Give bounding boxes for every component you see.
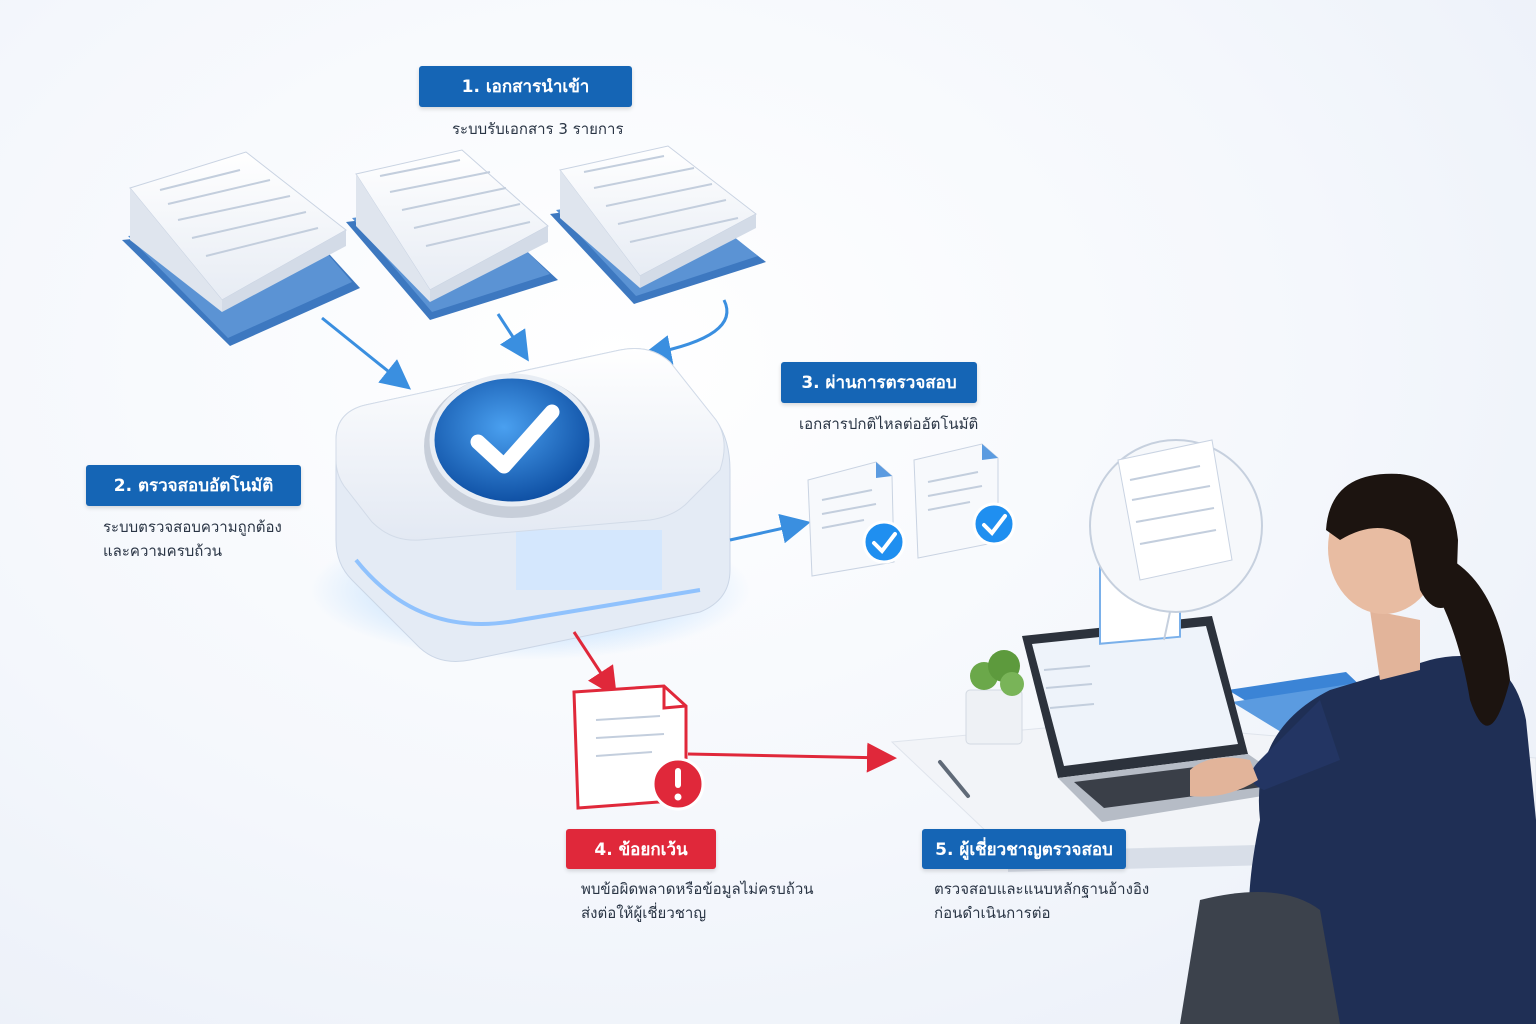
step-2-description: ระบบตรวจสอบความถูกต้อง และความครบถ้วน xyxy=(103,515,343,563)
document-stack-3 xyxy=(550,145,766,304)
step-1-line-1: ระบบรับเอกสาร 3 รายการ xyxy=(452,120,624,138)
exception-document xyxy=(572,684,705,811)
step-2-title: 2. ตรวจสอบอัตโนมัติ xyxy=(86,465,301,506)
step-4-title: 4. ข้อยกเว้น xyxy=(566,829,716,869)
step-3-title: 3. ผ่านการตรวจสอบ xyxy=(781,362,977,403)
step-5-title: 5. ผู้เชี่ยวชาญตรวจสอบ xyxy=(922,829,1126,869)
step-3-description: เอกสารปกติไหลต่ออัตโนมัติ xyxy=(799,412,1019,436)
exception-right-arrow xyxy=(687,742,897,773)
check-circle-icon xyxy=(862,520,906,564)
step-2-line-1: ระบบตรวจสอบความถูกต้อง xyxy=(103,518,282,536)
document-stack-2 xyxy=(346,149,558,320)
step-5-description: ตรวจสอบและแนบหลักฐานอ้างอิง ก่อนดำเนินกา… xyxy=(934,877,1174,925)
step-4-line-1: พบข้อผิดพลาดหรือข้อมูลไม่ครบถ้วน xyxy=(581,880,814,898)
exception-down-arrow xyxy=(572,631,617,698)
step-4-description: พบข้อผิดพลาดหรือข้อมูลไม่ครบถ้วน ส่งต่อใ… xyxy=(581,877,861,925)
step-1-description: ระบบรับเอกสาร 3 รายการ xyxy=(452,117,672,141)
passed-document-1 xyxy=(807,461,906,577)
step-2-line-2: และความครบถ้วน xyxy=(103,542,223,560)
check-circle-icon xyxy=(972,502,1016,546)
step-5-line-1: ตรวจสอบและแนบหลักฐานอ้างอิง xyxy=(934,880,1150,898)
passed-document-2 xyxy=(913,443,1016,559)
expert-workstation xyxy=(890,439,1536,1024)
step-1-title: 1. เอกสารนำเข้า xyxy=(419,66,632,107)
document-stack-1 xyxy=(122,151,360,346)
step-4-line-2: ส่งต่อให้ผู้เชี่ยวชาญ xyxy=(581,904,707,922)
step-3-line-1: เอกสารปกติไหลต่ออัตโนมัติ xyxy=(799,415,979,433)
pass-arrow xyxy=(729,513,811,544)
check-icon xyxy=(470,404,560,474)
step-5-line-2: ก่อนดำเนินการต่อ xyxy=(934,904,1051,922)
validation-device xyxy=(310,348,750,662)
input-arrows xyxy=(321,299,729,390)
